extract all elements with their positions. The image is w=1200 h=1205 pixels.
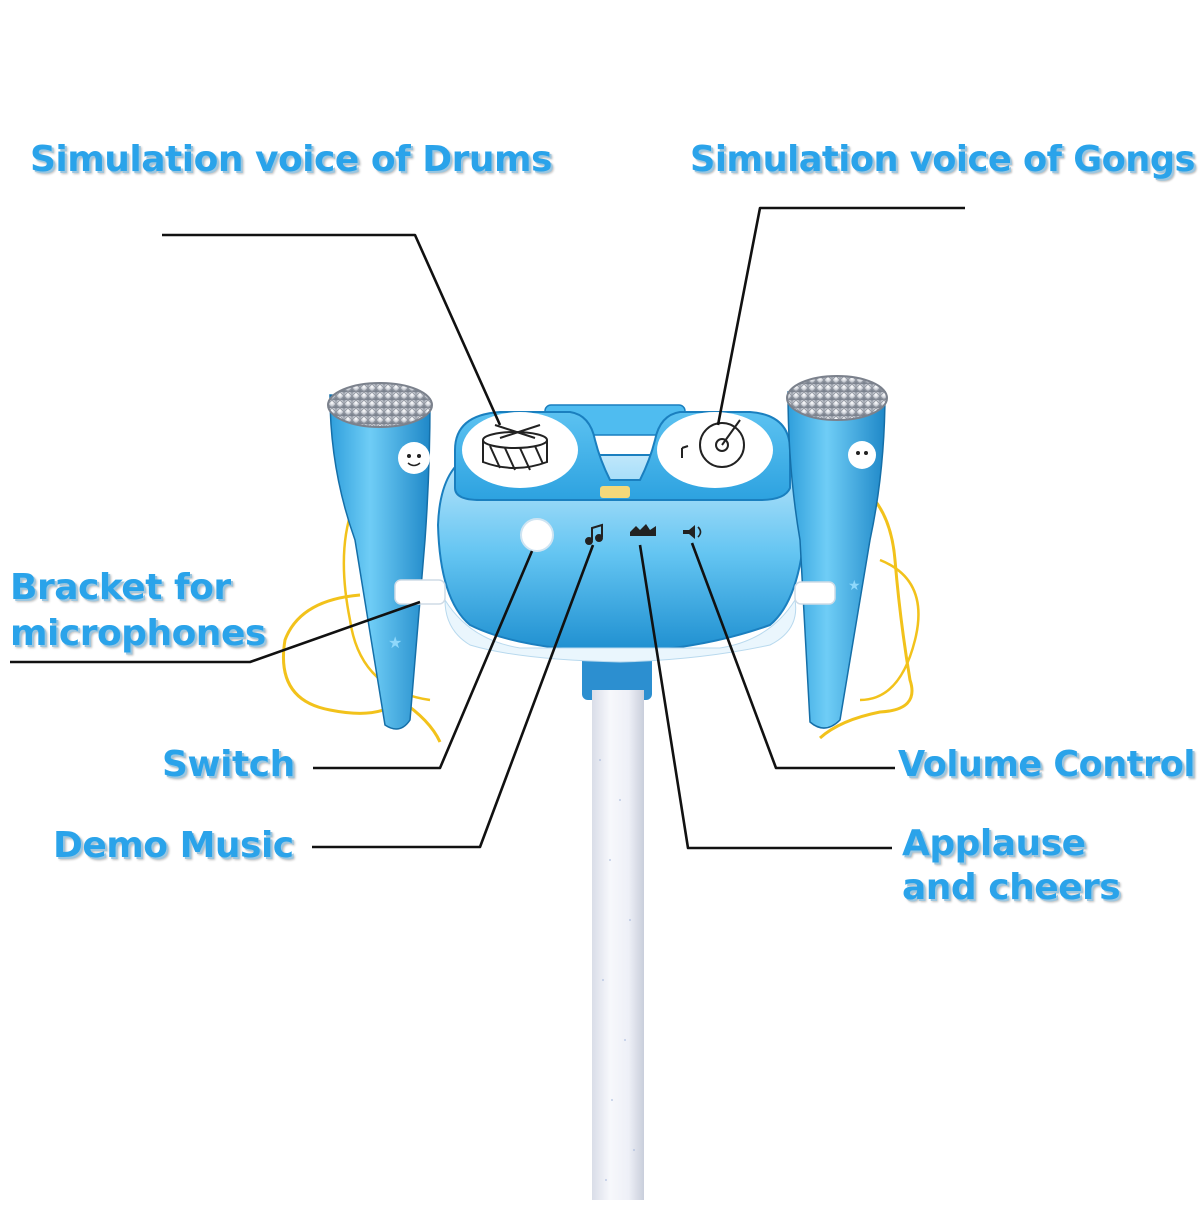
- label-applause-line1: Applause: [902, 823, 1086, 864]
- music-note-icon: [585, 523, 603, 545]
- stand-pole: [582, 640, 652, 1200]
- applause-icon: [630, 524, 656, 536]
- star-icon: ★: [388, 633, 402, 652]
- volume-icon: [683, 525, 702, 539]
- leader-demo: [312, 544, 595, 849]
- label-bracket-line1: Bracket for: [10, 567, 231, 608]
- label-volume-control: Volume Control: [898, 744, 1195, 785]
- leader-drums: [162, 233, 502, 426]
- leader-volume: [690, 542, 895, 770]
- leader-bracket: [10, 600, 421, 664]
- leader-switch: [313, 550, 534, 770]
- girl-face-icon: [398, 442, 430, 474]
- right-microphone: ★: [786, 375, 920, 740]
- label-drums: Simulation voice of Drums: [30, 139, 552, 180]
- gong-icon: [681, 419, 745, 468]
- drum-icon: [482, 424, 548, 471]
- label-switch: Switch: [162, 744, 295, 785]
- left-microphone: ★: [282, 382, 446, 743]
- label-gongs: Simulation voice of Gongs: [690, 139, 1195, 180]
- svg-text:★: ★: [848, 578, 861, 594]
- label-bracket-line2: microphones: [10, 613, 266, 654]
- label-applause-line2: and cheers: [902, 867, 1121, 908]
- leader-gongs: [716, 206, 965, 426]
- karaoke-base: [436, 404, 807, 663]
- label-demo-music: Demo Music: [53, 825, 294, 866]
- leader-applause: [638, 544, 892, 850]
- leader-lines: [10, 206, 965, 850]
